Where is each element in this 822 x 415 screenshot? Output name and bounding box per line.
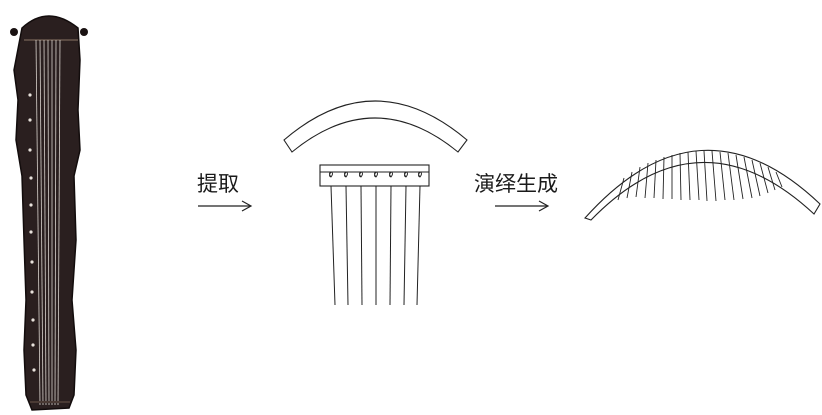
extracted-string [360, 185, 363, 306]
heart-knob [389, 171, 393, 178]
extracted-string [416, 185, 421, 306]
guqin-hui-dot [30, 260, 34, 264]
generated-string [727, 152, 735, 201]
guqin-string [43, 39, 47, 406]
generated-string [695, 150, 700, 201]
extracted-strings [330, 185, 421, 306]
extracted-string [403, 185, 407, 306]
guqin-string [47, 39, 50, 406]
guqin-hui-dot [31, 343, 35, 347]
guqin-string [35, 39, 41, 406]
generated-string [644, 162, 649, 199]
guqin-image [10, 15, 88, 411]
bridge-rect [319, 164, 430, 187]
generated-string [775, 171, 783, 188]
bridge-heart-knobs [329, 171, 422, 178]
heart-knob [329, 171, 333, 178]
generated-string [743, 156, 753, 199]
arrow-extract-head [241, 200, 253, 212]
generated-string [626, 171, 633, 199]
step-label-extract: 提取 [197, 172, 239, 196]
arrow-derive [495, 200, 550, 212]
heart-knob [344, 171, 348, 178]
generated-string [679, 152, 682, 201]
extracted-elements [283, 100, 468, 306]
guqin-string [39, 39, 44, 406]
guqin-body [13, 15, 81, 411]
guqin-peg-right [80, 28, 88, 36]
generated-form [584, 149, 821, 221]
heart-knob [418, 171, 422, 178]
heart-knob [359, 171, 363, 178]
guqin-hui-dot [29, 203, 33, 207]
guqin-hui-dot [31, 318, 35, 322]
generated-strings [617, 150, 783, 202]
guqin-string [54, 39, 57, 406]
generated-string [635, 166, 641, 198]
generated-string [735, 154, 744, 200]
guqin-hui-dot [29, 230, 33, 234]
guqin-hui-dot [29, 176, 33, 180]
guqin-peg-left [10, 28, 18, 36]
arrow-derive-head [538, 200, 550, 212]
generated-string [759, 162, 769, 194]
generated-string [711, 150, 717, 202]
guqin-hui-dot [28, 93, 32, 97]
extracted-string [345, 185, 349, 306]
generated-string [767, 166, 776, 191]
generated-string [653, 159, 657, 199]
guqin-hui-markers [28, 93, 36, 372]
extracted-string [330, 185, 336, 306]
guqin-string [57, 39, 61, 406]
arrow-extract [198, 200, 253, 212]
step-label-derive: 演绎生成 [474, 172, 558, 196]
generated-string [719, 151, 726, 201]
guqin-hui-dot [32, 368, 36, 372]
guqin-strings [35, 39, 61, 406]
generated-string [687, 151, 691, 201]
curved-band [283, 100, 468, 153]
generated-string [617, 177, 625, 201]
guqin-hui-dot [30, 290, 34, 294]
heart-knob [374, 171, 378, 178]
generated-string [751, 159, 761, 197]
extracted-string [389, 185, 392, 306]
generated-string [662, 156, 665, 200]
heart-knob [404, 171, 408, 178]
generated-string [703, 150, 708, 202]
guqin-hui-dot [28, 118, 32, 122]
generated-arch [584, 149, 821, 221]
guqin-hui-dot [28, 148, 32, 152]
